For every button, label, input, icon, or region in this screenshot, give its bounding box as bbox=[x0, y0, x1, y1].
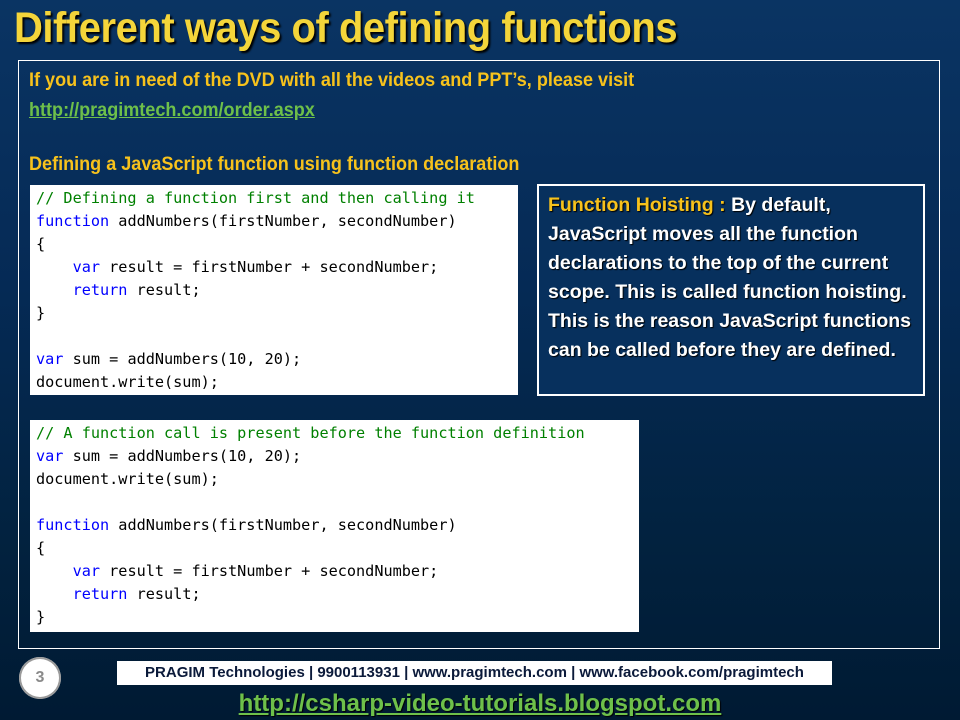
code-text: result = firstNumber + secondNumber; bbox=[100, 258, 439, 276]
code-line: return result; bbox=[36, 279, 518, 302]
code-block-call-first: // A function call is present before the… bbox=[30, 420, 639, 632]
code-comment: // A function call is present before the… bbox=[36, 424, 585, 442]
code-text: result; bbox=[127, 281, 201, 299]
code-line: function addNumbers(firstNumber, secondN… bbox=[36, 514, 639, 537]
code-line: { bbox=[36, 233, 518, 256]
code-text: addNumbers(firstNumber, secondNumber) bbox=[109, 516, 457, 534]
code-line: var result = firstNumber + secondNumber; bbox=[36, 560, 639, 583]
code-line bbox=[36, 325, 518, 348]
code-text: sum = addNumbers(10, 20); bbox=[63, 350, 302, 368]
blog-link[interactable]: http://csharp-video-tutorials.blogspot.c… bbox=[238, 690, 722, 717]
code-text: { bbox=[36, 539, 46, 557]
code-text bbox=[36, 281, 73, 299]
function-hoisting-note: Function Hoisting : By default, JavaScri… bbox=[537, 184, 925, 396]
code-text: result = firstNumber + secondNumber; bbox=[100, 562, 439, 580]
code-line: // A function call is present before the… bbox=[36, 422, 639, 445]
section-heading: Defining a JavaScript function using fun… bbox=[29, 154, 520, 175]
code-text: sum = addNumbers(10, 20); bbox=[63, 447, 302, 465]
code-line: document.write(sum); bbox=[36, 468, 639, 491]
slide-number: 3 bbox=[35, 669, 45, 686]
code-line: var sum = addNumbers(10, 20); bbox=[36, 445, 639, 468]
code-line: } bbox=[36, 302, 518, 325]
dvd-intro: If you are in need of the DVD with all t… bbox=[29, 66, 634, 126]
code-keyword: function bbox=[36, 212, 110, 230]
code-keyword: return bbox=[72, 585, 128, 603]
code-text: } bbox=[36, 608, 46, 626]
code-text: document.write(sum); bbox=[36, 470, 219, 488]
code-text: result; bbox=[127, 585, 201, 603]
code-line: // Defining a function first and then ca… bbox=[36, 187, 518, 210]
code-text: addNumbers(firstNumber, secondNumber) bbox=[109, 212, 457, 230]
code-line bbox=[36, 491, 639, 514]
code-keyword: var bbox=[36, 447, 64, 465]
intro-text: If you are in need of the DVD with all t… bbox=[29, 70, 635, 91]
content-frame bbox=[18, 60, 940, 649]
code-text bbox=[36, 258, 73, 276]
code-line: var sum = addNumbers(10, 20); bbox=[36, 348, 518, 371]
code-text: } bbox=[36, 304, 46, 322]
code-line: { bbox=[36, 537, 639, 560]
slide-number-badge: 3 bbox=[19, 657, 61, 699]
code-keyword: var bbox=[72, 562, 101, 580]
code-keyword: var bbox=[72, 258, 101, 276]
code-line: var result = firstNumber + secondNumber; bbox=[36, 256, 518, 279]
slide-title: Different ways of defining functions bbox=[14, 4, 678, 52]
code-comment: // Defining a function first and then ca… bbox=[36, 189, 475, 207]
code-text: { bbox=[36, 235, 46, 253]
order-link[interactable]: http://pragimtech.com/order.aspx bbox=[29, 100, 315, 121]
code-text bbox=[36, 585, 73, 603]
code-keyword: function bbox=[36, 516, 110, 534]
note-text: By default, JavaScript moves all the fun… bbox=[548, 194, 912, 361]
code-keyword: return bbox=[72, 281, 128, 299]
code-keyword: var bbox=[36, 350, 64, 368]
footer-contact-bar: PRAGIM Technologies | 9900113931 | www.p… bbox=[117, 661, 832, 685]
code-text bbox=[36, 562, 73, 580]
code-line: } bbox=[36, 606, 639, 629]
code-text: document.write(sum); bbox=[36, 373, 219, 391]
code-line: document.write(sum); bbox=[36, 371, 518, 394]
code-line: function addNumbers(firstNumber, secondN… bbox=[36, 210, 518, 233]
note-label: Function Hoisting : bbox=[548, 194, 732, 216]
code-line: return result; bbox=[36, 583, 639, 606]
code-block-declaration-first: // Defining a function first and then ca… bbox=[30, 185, 518, 395]
